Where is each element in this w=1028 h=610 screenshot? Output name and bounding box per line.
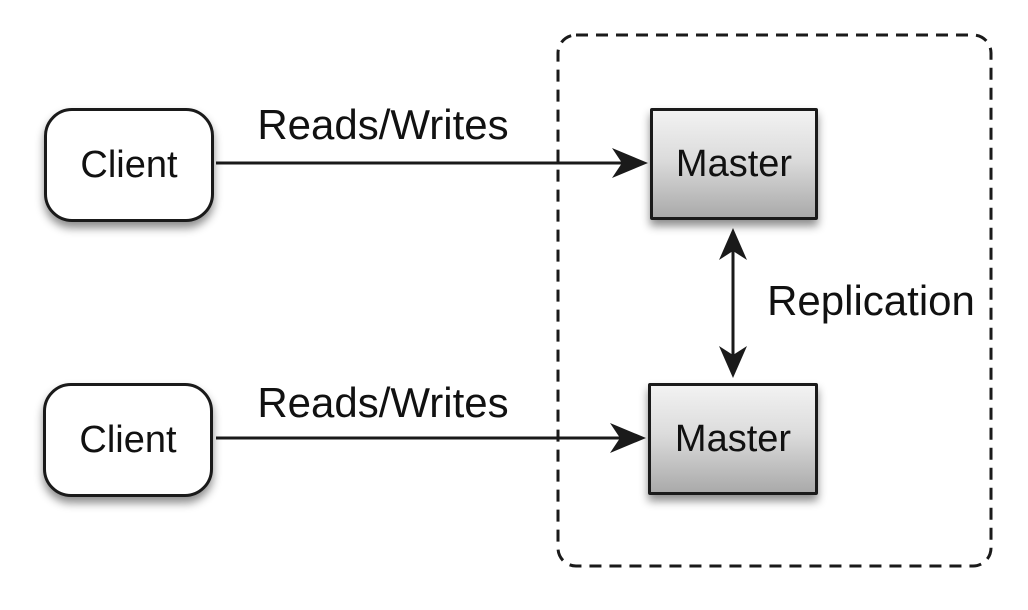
arrowhead-down-icon [719,346,747,378]
cluster-dashed-border [556,33,993,568]
arrowhead-right-icon [610,423,646,453]
edge-label-replication: Replication [767,277,975,324]
node-label: Master [675,143,793,185]
node-master-bottom: Master [648,383,818,495]
node-client-bottom: Client [43,383,213,497]
edge-label-reads-writes-top: Reads/Writes [257,101,509,148]
arrow-reads-writes-top [216,148,648,178]
node-label: Client [79,419,177,461]
arrowhead-up-icon [719,228,747,260]
arrow-replication [719,228,747,378]
node-client-top: Client [44,108,214,222]
node-master-top: Master [650,108,818,220]
node-label: Master [674,418,792,460]
arrowhead-right-icon [612,148,648,178]
edge-label-reads-writes-bottom: Reads/Writes [257,379,509,426]
node-label: Client [80,144,178,186]
arrow-reads-writes-bottom [216,423,646,453]
